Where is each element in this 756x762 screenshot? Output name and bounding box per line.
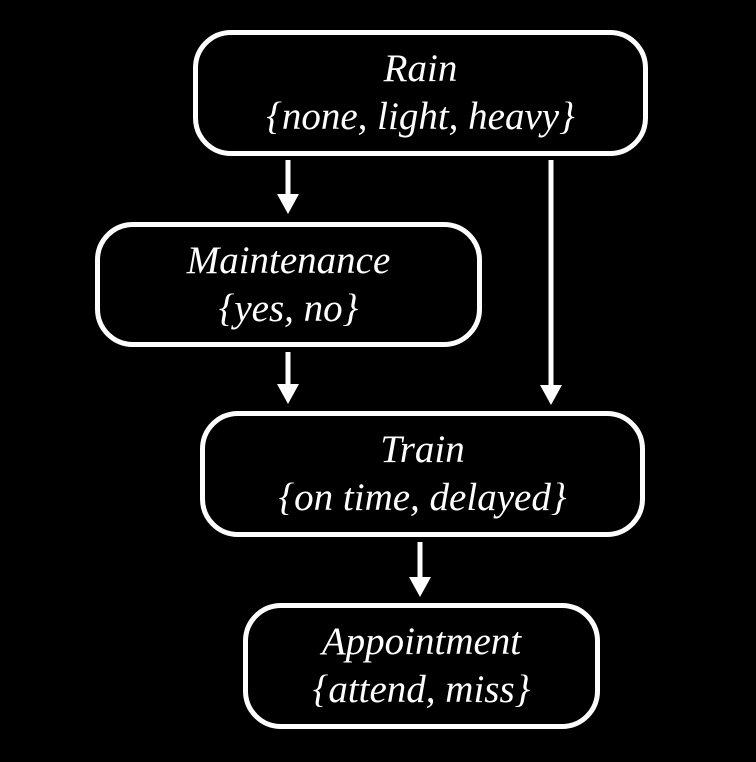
edge-maintenance-to-train-arrow xyxy=(277,352,299,404)
node-appointment-values: {attend, miss} xyxy=(312,668,531,711)
edge-rain-to-train-arrow xyxy=(540,160,562,405)
node-maintenance: Maintenance {yes, no} xyxy=(95,222,482,347)
node-appointment-label: Appointment xyxy=(321,620,522,663)
edge-rain-to-maintenance-arrow xyxy=(277,160,299,214)
edge-train-to-appointment-arrow xyxy=(409,542,431,597)
node-train-label: Train xyxy=(380,428,465,471)
node-rain-label: Rain xyxy=(383,47,458,90)
node-rain: Rain {none, light, heavy} xyxy=(193,30,648,156)
node-train-values: {on time, delayed} xyxy=(278,476,567,519)
node-maintenance-label: Maintenance xyxy=(186,238,391,282)
node-rain-values: {none, light, heavy} xyxy=(266,95,575,138)
node-appointment: Appointment {attend, miss} xyxy=(243,603,600,729)
node-maintenance-values: {yes, no} xyxy=(218,286,359,330)
node-train: Train {on time, delayed} xyxy=(200,411,645,537)
